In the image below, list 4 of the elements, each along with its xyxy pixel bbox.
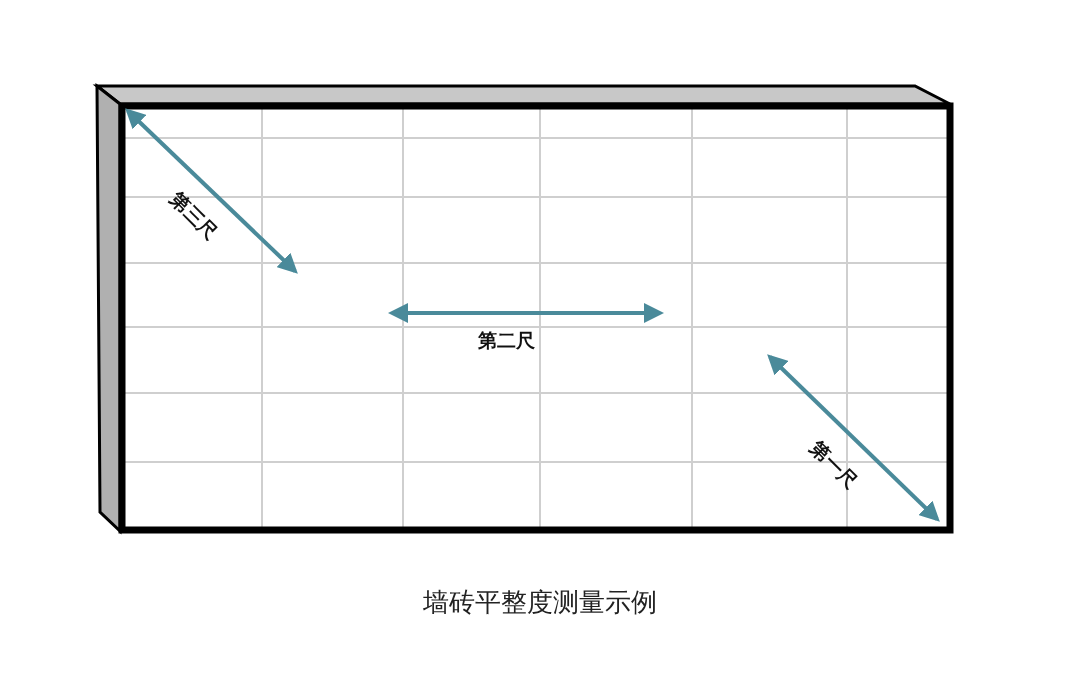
ruler-label: 第一尺	[805, 435, 863, 495]
ruler-label: 第二尺	[478, 328, 535, 353]
ruler-label: 第三尺	[165, 186, 223, 246]
caption: 墙砖平整度测量示例	[423, 586, 657, 619]
